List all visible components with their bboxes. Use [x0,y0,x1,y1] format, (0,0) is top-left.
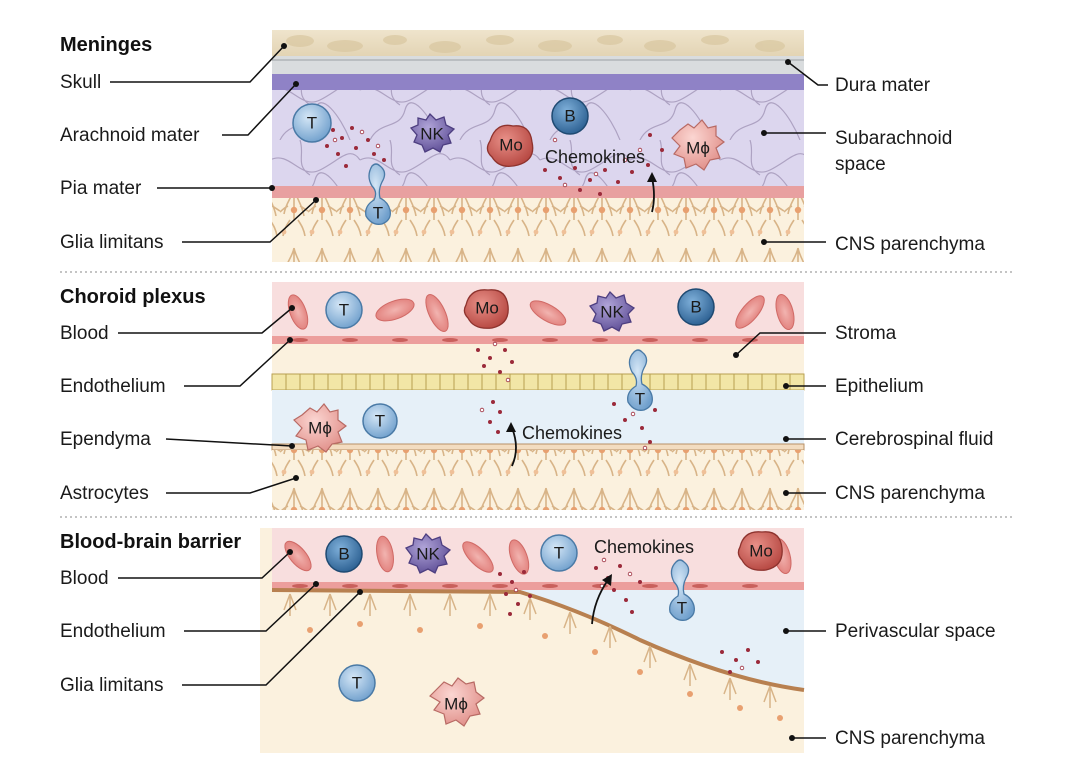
svg-text:Mo: Mo [499,136,523,155]
label-skull: Skull [60,72,101,93]
macrophage-cell: Mϕ [429,677,485,727]
nk-cell: NK [588,290,636,332]
svg-text:Mo: Mo [475,299,499,318]
svg-text:B: B [690,298,701,317]
label-dura: Dura mater [835,75,931,96]
nk-cell: NK [409,112,456,153]
macrophage-cell: Mϕ [671,119,725,171]
meninges-panel [272,30,804,262]
astrocyte-endfeet [283,593,777,708]
chemokine-dots-choroid [476,341,657,451]
b-cell: B [325,535,363,573]
svg-text:B: B [338,545,349,564]
endothelium-layer [272,336,804,344]
dura-mater-layer [272,56,804,74]
meninges-labels: Meninges Skull Arachnoid mater Pia mater… [60,34,985,255]
transmigrating-t-cell: T [365,163,391,225]
stroma-layer [272,344,804,374]
mo-cell: Mo [737,531,783,571]
label-csf: Cerebrospinal fluid [835,429,993,450]
chemokine-dots-meninges [325,126,664,196]
svg-text:T: T [554,544,564,563]
svg-text:Mϕ: Mϕ [444,695,468,714]
glia-limitans-line [271,588,805,692]
t-cell: T [292,103,332,143]
label-blood: Blood [60,568,109,589]
label-endothelium: Endothelium [60,376,166,397]
svg-text:B: B [564,107,575,126]
b-cell: B [677,288,715,326]
svg-text:T: T [635,390,645,409]
label-parenchyma: CNS parenchyma [835,234,985,255]
chemokines-label-choroid: Chemokines [522,423,622,443]
svg-text:T: T [307,114,317,133]
csf-layer [272,390,804,444]
label-glia: Glia limitans [60,675,163,696]
label-parenchyma: CNS parenchyma [835,728,985,749]
bbb-labels: Blood-brain barrier Blood Endothelium Gl… [60,531,996,749]
mo-cell: Mo [463,289,509,329]
section-title: Blood-brain barrier [60,531,241,553]
perivascular-space [272,590,804,690]
label-arachnoid: Arachnoid mater [60,125,200,146]
t-cell: T [325,291,363,329]
arachnoid-layer [272,74,804,90]
label-perivascular: Perivascular space [835,621,996,642]
ependyma-layer [271,443,805,451]
t-cell: T [338,664,376,702]
choroid-labels: Choroid plexus Blood Endothelium Ependym… [60,286,993,504]
svg-text:T: T [352,674,362,693]
label-glia: Glia limitans [60,232,163,253]
t-cell: T [540,534,578,572]
label-epithelium: Epithelium [835,376,924,397]
transmigrating-t-cell: T [627,349,653,411]
mo-cell: Mo [486,124,534,168]
chemokine-arrow [591,579,609,625]
svg-text:Mo: Mo [749,542,773,561]
b-cell: B [551,97,589,135]
label-parenchyma: CNS parenchyma [835,483,985,504]
chemokines-label-bbb: Chemokines [594,537,694,557]
chemokine-dots-bbb [498,557,760,674]
t-cell: T [362,403,398,439]
label-space: space [835,154,886,175]
label-stroma: Stroma [835,323,897,344]
label-endothelium: Endothelium [60,621,166,642]
section-title: Choroid plexus [60,286,206,308]
label-pia: Pia mater [60,178,142,199]
svg-text:T: T [375,412,385,431]
transmigrating-t-cell: T [669,559,695,621]
red-blood-cells [287,293,795,332]
svg-text:T: T [373,204,383,223]
section-title: Meninges [60,34,152,56]
endothelium-layer [272,582,804,590]
svg-text:NK: NK [600,303,624,322]
nk-cell: NK [404,532,452,574]
svg-text:NK: NK [416,545,440,564]
skull-texture [286,35,785,53]
svg-text:T: T [339,301,349,320]
svg-text:NK: NK [420,125,444,144]
svg-text:Mϕ: Mϕ [308,419,332,438]
svg-text:Mϕ: Mϕ [686,139,710,158]
macrophage-cell: Mϕ [293,403,347,453]
svg-text:T: T [677,599,687,618]
pia-mater-layer [272,186,804,198]
label-ependyma: Ependyma [60,429,151,450]
label-blood: Blood [60,323,109,344]
choroid-plexus-panel [271,282,805,510]
label-subarachnoid: Subarachnoid [835,128,952,149]
chemokines-label-meninges: Chemokines [545,147,645,167]
label-astrocytes: Astrocytes [60,483,149,504]
